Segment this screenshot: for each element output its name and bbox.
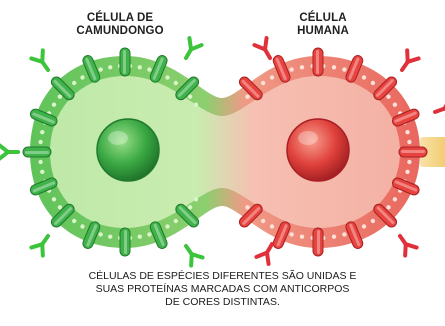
green-antibody-icon	[180, 242, 202, 266]
lipid-head	[300, 65, 304, 69]
lipid-head	[386, 95, 390, 99]
lipid-head	[371, 219, 375, 223]
red-antibody-icon	[394, 232, 416, 256]
lipid-head	[342, 67, 346, 71]
lipid-head	[405, 130, 409, 134]
lipid-head	[72, 81, 76, 85]
red-antibody-icon	[254, 38, 276, 61]
lipid-head	[174, 219, 178, 223]
lipid-head	[194, 103, 198, 107]
human-membrane-protein	[313, 228, 323, 256]
caption-line-1: CÉLULAS DE ESPÉCIES DIFERENTES SÃO UNIDA…	[30, 270, 415, 283]
lipid-head	[371, 81, 375, 85]
lipid-head	[52, 197, 56, 201]
red-antibody-icon	[396, 50, 418, 74]
lipid-head	[165, 75, 169, 79]
green-antibody-icon	[0, 145, 18, 159]
lipid-head	[245, 95, 249, 99]
lipid-head	[386, 205, 390, 209]
mouse-nucleus	[97, 119, 159, 181]
lipid-head	[194, 197, 198, 201]
human-cell-label: CÉLULA HUMANA	[268, 12, 378, 38]
green-antibody-icon	[31, 232, 53, 256]
lipid-head	[342, 232, 346, 236]
mouse-membrane-protein	[120, 48, 130, 76]
lipid-head	[38, 140, 42, 144]
human-nucleus	[287, 119, 349, 181]
lipid-head	[270, 75, 274, 79]
nucleus-highlight	[298, 131, 318, 145]
lipid-head	[38, 160, 42, 164]
mouse-membrane-protein	[23, 147, 51, 157]
lipid-head	[332, 65, 336, 69]
lipid-head	[72, 219, 76, 223]
caption-line-2: SUAS PROTEÍNAS MARCADAS COM ANTICORPOS	[30, 283, 415, 296]
mouse-cell-label: CÉLULA DE CAMUNDONGO	[58, 12, 182, 38]
green-antibody-icon	[31, 50, 53, 74]
lipid-head	[289, 232, 293, 236]
lipid-head	[52, 103, 56, 107]
caption-line-3: DE CORES DISTINTAS.	[30, 296, 415, 309]
lipid-head	[138, 65, 142, 69]
lipid-head	[58, 205, 62, 209]
caption: CÉLULAS DE ESPÉCIES DIFERENTES SÃO UNIDA…	[30, 270, 415, 309]
lipid-head	[407, 160, 411, 164]
lipid-head	[138, 235, 142, 239]
lipid-head	[40, 170, 44, 174]
human-membrane-protein	[313, 48, 323, 76]
lipid-head	[98, 67, 102, 71]
lipid-head	[174, 81, 178, 85]
lipid-head	[108, 65, 112, 69]
mouse-membrane-protein	[120, 228, 130, 256]
lipid-head	[98, 232, 102, 236]
lipid-head	[405, 170, 409, 174]
lipid-head	[80, 75, 84, 79]
lipid-head	[245, 205, 249, 209]
lipid-head	[393, 103, 397, 107]
lipid-head	[270, 224, 274, 228]
lipid-head	[300, 235, 304, 239]
lipid-head	[147, 232, 151, 236]
lipid-head	[108, 235, 112, 239]
red-antibody-icon	[433, 99, 445, 119]
lipid-head	[332, 235, 336, 239]
green-antibody-icon	[180, 38, 202, 61]
lipid-head	[289, 67, 293, 71]
nucleus-highlight	[108, 131, 128, 145]
lipid-head	[165, 224, 169, 228]
lipid-head	[40, 130, 44, 134]
lipid-head	[393, 197, 397, 201]
lipid-head	[188, 95, 192, 99]
lipid-head	[261, 219, 265, 223]
lipid-head	[58, 95, 62, 99]
human-membrane-protein	[399, 147, 427, 157]
lipid-head	[147, 67, 151, 71]
lipid-head	[261, 81, 265, 85]
lipid-head	[362, 75, 366, 79]
lipid-head	[362, 224, 366, 228]
lipid-head	[407, 140, 411, 144]
lipid-head	[188, 205, 192, 209]
lipid-head	[80, 224, 84, 228]
